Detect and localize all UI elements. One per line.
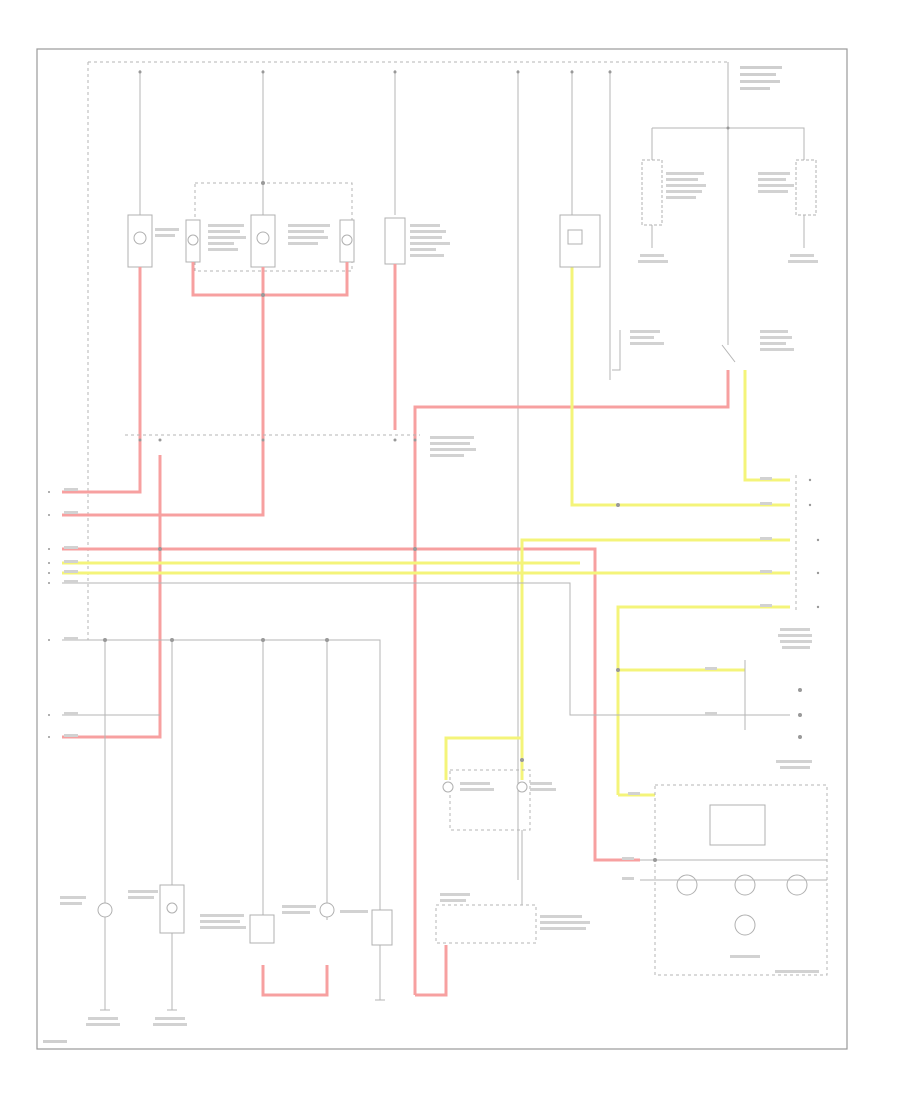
- wire-color-tags: [64, 477, 772, 880]
- diagram-frame: [36, 48, 848, 1050]
- left-terminal-markers: [48, 491, 50, 738]
- upper-right-splice: [641, 126, 817, 248]
- connector-label-top-right: [740, 66, 782, 90]
- instrument-cluster: [640, 784, 828, 976]
- right-lower-connector: [744, 628, 812, 769]
- yellow-wires: [62, 267, 790, 797]
- junction-pins: [138, 438, 417, 442]
- gray-bus-lines: [62, 582, 790, 945]
- red-wires: [62, 262, 730, 997]
- relay-module-right: [559, 214, 601, 268]
- junction-connector-label: [430, 436, 476, 457]
- bottom-components: [97, 884, 537, 946]
- switch-middle-right: [609, 330, 794, 380]
- center-lamp-group: [442, 769, 556, 905]
- splice-points: [103, 181, 657, 862]
- right-connector-rail: [795, 475, 820, 610]
- ground-stubs: [100, 945, 385, 1011]
- bottom-labels: [43, 890, 590, 1043]
- switch-row-upper: [127, 214, 406, 268]
- top-pins: [138, 70, 612, 74]
- switch-labels-upper: [155, 224, 450, 257]
- ground-labels-top-right: [638, 254, 818, 263]
- right-component-labels: [666, 172, 794, 199]
- lower-vertical-wires: [104, 640, 328, 1000]
- top-feed-wires: [87, 62, 729, 880]
